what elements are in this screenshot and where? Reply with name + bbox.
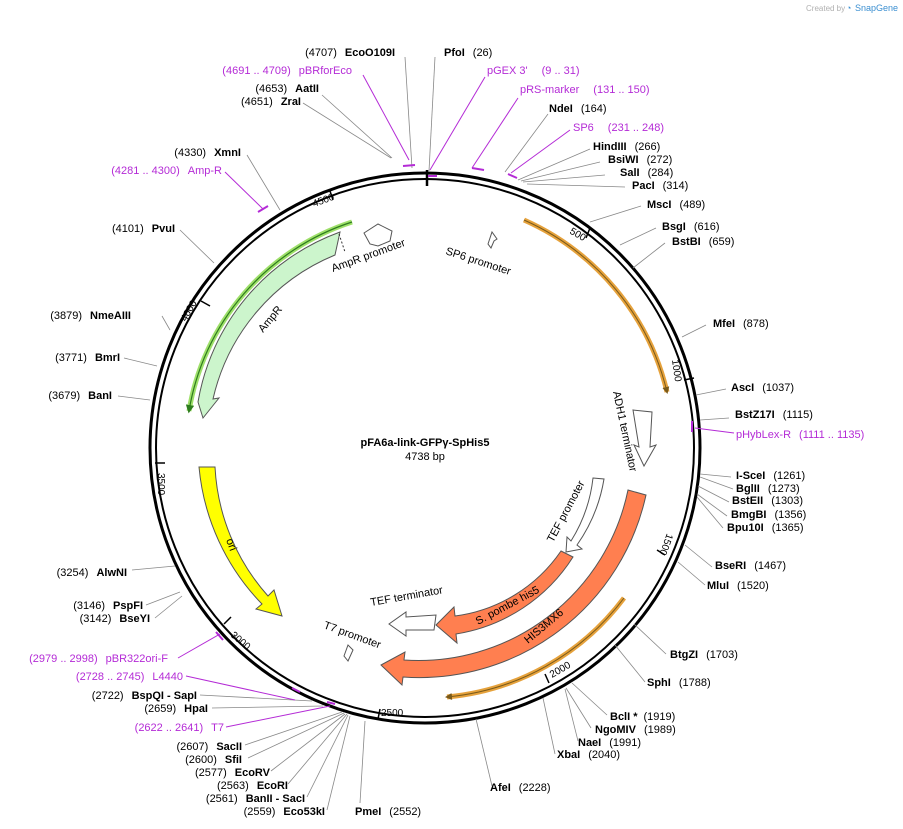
- primer-pbr322ori-f[interactable]: (2979 .. 2998)pBR322ori-F: [29, 653, 168, 665]
- site-paci[interactable]: PacI(314): [632, 180, 688, 192]
- site-i-scei[interactable]: I-SceI(1261): [736, 470, 805, 482]
- adh1-terminator-label: ADH1 terminator: [610, 390, 639, 473]
- tick-4000: 4000: [179, 298, 200, 323]
- site-xbai[interactable]: XbaI(2040): [557, 749, 620, 761]
- site-naei[interactable]: NaeI(1991): [578, 737, 641, 749]
- site-afei[interactable]: AfeI(2228): [490, 782, 551, 794]
- snapgene-logo-icon: ◔: [846, 3, 851, 13]
- site-sfii[interactable]: (2600)SfiI: [185, 754, 242, 766]
- site-hindiii[interactable]: HindIII(266): [593, 141, 660, 153]
- tick-marks: [155, 190, 695, 720]
- site-bseyi[interactable]: (3142)BseYI: [80, 613, 150, 625]
- primer-pbrforeco[interactable]: (4691 .. 4709)pBRforEco: [222, 65, 352, 77]
- plasmid-name: pFA6a-link-GFPγ-SpHis5: [361, 437, 490, 449]
- site-bglii[interactable]: BglII(1273): [736, 483, 800, 495]
- site-bstbi[interactable]: BstBI(659): [672, 236, 734, 248]
- site-bseri[interactable]: BseRI(1467): [715, 560, 786, 572]
- site-bsgi[interactable]: BsgI(616): [662, 221, 720, 233]
- ampr-arrow: [197, 231, 341, 420]
- site-pvui[interactable]: (4101)PvuI: [112, 223, 175, 235]
- site-bsteii[interactable]: BstEII(1303): [732, 495, 803, 507]
- primer-l4440[interactable]: (2728 .. 2745)L4440: [76, 671, 183, 683]
- his5-arrow: [435, 550, 574, 645]
- tick-3000: 3000: [228, 630, 252, 653]
- site-ecoo109i[interactable]: (4707)EcoO109I: [305, 47, 395, 59]
- site-bspqi-sapi[interactable]: (2722)BspQI - SapI: [92, 690, 197, 702]
- tef-terminator-label: TEF terminator: [369, 584, 444, 609]
- site-alwni[interactable]: (3254)AlwNI: [57, 567, 127, 579]
- tick-3500: 3500: [155, 473, 166, 496]
- backbone-inner: [155, 178, 695, 718]
- tick-1000: 1000: [669, 359, 683, 383]
- site-mlui[interactable]: MluI(1520): [707, 580, 769, 592]
- site-ngomiv[interactable]: NgoMIV(1989): [595, 724, 676, 736]
- primer-pgex3[interactable]: pGEX 3'(9 .. 31): [487, 65, 580, 77]
- orf-arc-top: [522, 217, 670, 393]
- site-bani[interactable]: (3679)BanI: [48, 390, 112, 402]
- site-eco53ki[interactable]: (2559)Eco53kI: [244, 806, 325, 818]
- his5-label: S. pombe his5: [474, 584, 542, 628]
- site-mfei[interactable]: MfeI(878): [713, 318, 769, 330]
- backbone-outer: [148, 171, 702, 725]
- t7-promoter-label: T7 promoter: [322, 620, 383, 652]
- primer-marks: [215, 164, 693, 705]
- site-sphi[interactable]: SphI(1788): [647, 677, 711, 689]
- site-bpu10i[interactable]: Bpu10I(1365): [727, 522, 803, 534]
- orf-arc-top-line: [523, 219, 670, 394]
- primer-labels-right: pGEX 3'(9 .. 31) pRS-marker(131 .. 150) …: [487, 65, 864, 441]
- snapgene-brand: SnapGene: [855, 3, 898, 13]
- site-banii-saci[interactable]: (2561)BanII - SacI: [206, 793, 305, 805]
- ori-arrow: [198, 466, 283, 617]
- primer-amp-r[interactable]: (4281 .. 4300)Amp-R: [111, 165, 222, 177]
- ampr-label: AmpR: [256, 304, 285, 335]
- site-asci[interactable]: AscI(1037): [731, 382, 794, 394]
- orf-arc-left-line: [185, 221, 353, 414]
- his3mx6-arrow: [380, 489, 647, 687]
- site-nmeaiii[interactable]: (3879)NmeAIII: [50, 310, 131, 322]
- primer-prs-marker[interactable]: pRS-marker(131 .. 150): [520, 84, 650, 96]
- created-by-text: Created by: [806, 4, 845, 13]
- ori-label: ori: [223, 537, 238, 553]
- site-aatii[interactable]: (4653)AatII: [255, 83, 319, 95]
- ampr-dash: [338, 233, 346, 253]
- left-enzyme-labels: (4707)EcoO109I (4653)AatII (4651)ZraI (4…: [48, 47, 395, 818]
- site-sacii[interactable]: (2607)SacII: [177, 741, 242, 753]
- site-sali[interactable]: SalI(284): [620, 167, 673, 179]
- right-enzyme-labels: PfoI(26) NdeI(164) HindIII(266) BsiWI(27…: [355, 47, 813, 818]
- site-zrai[interactable]: (4651)ZraI: [241, 96, 301, 108]
- primer-leaders: [177, 74, 735, 728]
- site-bcli[interactable]: BclI *(1919): [610, 711, 675, 723]
- site-bsiwi[interactable]: BsiWI(272): [608, 154, 672, 166]
- site-bmri[interactable]: (3771)BmrI: [55, 352, 120, 364]
- site-ndei[interactable]: NdeI(164): [549, 103, 607, 115]
- site-ecorv[interactable]: (2577)EcoRV: [195, 767, 271, 779]
- site-pfoi[interactable]: PfoI(26): [444, 47, 492, 59]
- site-ecori[interactable]: (2563)EcoRI: [217, 780, 288, 792]
- tef-terminator-arrow: [388, 611, 437, 637]
- site-btgzi[interactable]: BtgZI(1703): [670, 649, 738, 661]
- tef-promoter-arrow: [565, 477, 605, 553]
- sp6-promoter-label: SP6 promoter: [444, 245, 513, 277]
- primer-sp6[interactable]: SP6(231 .. 248): [573, 122, 664, 134]
- site-bmgbi[interactable]: BmgBI(1356): [731, 509, 806, 521]
- site-bstz17i[interactable]: BstZ17I(1115): [735, 409, 813, 421]
- site-pmei[interactable]: PmeI(2552): [355, 806, 421, 818]
- site-xmni[interactable]: (4330)XmnI: [174, 147, 241, 159]
- site-pspfi[interactable]: (3146)PspFI: [73, 600, 143, 612]
- tick-500: 500: [568, 226, 588, 244]
- primer-labels-left: (4691 .. 4709)pBRforEco (4281 .. 4300)Am…: [29, 65, 352, 734]
- site-msci[interactable]: MscI(489): [647, 199, 705, 211]
- tick-2500: 2500: [381, 708, 404, 719]
- site-hpai[interactable]: (2659)HpaI: [144, 703, 208, 715]
- plasmid-length: 4738 bp: [405, 451, 445, 463]
- primer-phyblex-r[interactable]: pHybLex-R(1111 .. 1135): [736, 429, 864, 441]
- orf-arc-bottom-line: [445, 597, 625, 701]
- adh1-terminator-arrow: [632, 409, 658, 468]
- primer-t7[interactable]: (2622 .. 2641)T7: [135, 722, 224, 734]
- t7-promoter-arrow: [343, 644, 354, 662]
- sp6-promoter-arrow: [487, 230, 498, 249]
- ampr-promoter-arrow: [363, 223, 393, 247]
